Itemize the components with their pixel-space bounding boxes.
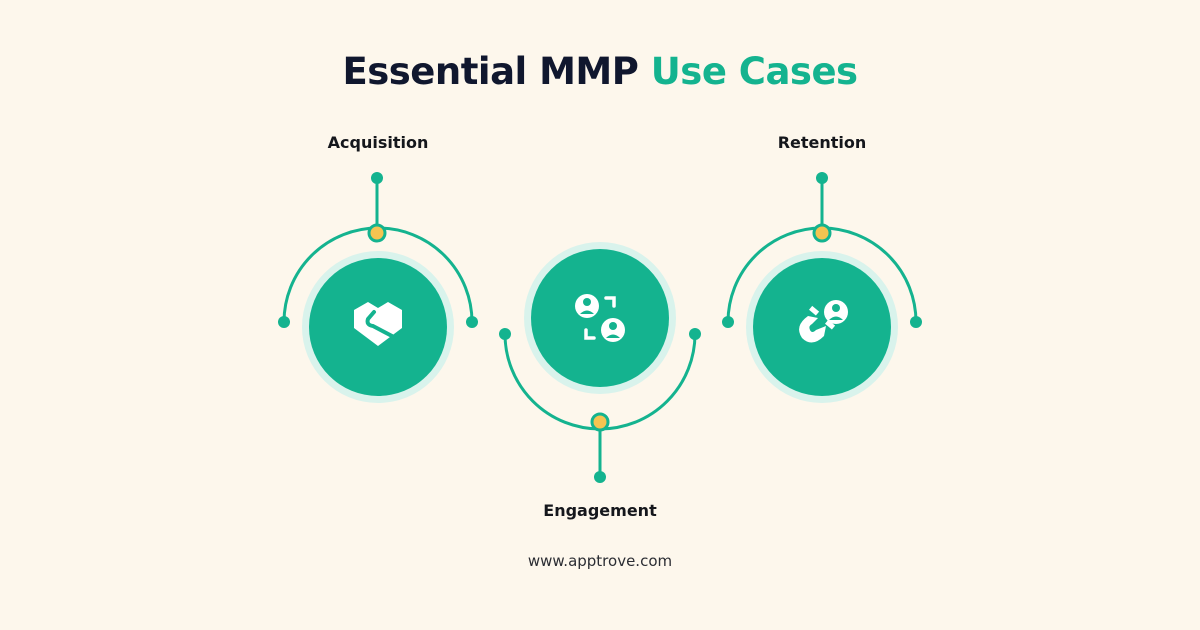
page-title: Essential MMP Use Cases (0, 50, 1200, 93)
engagement-left-dot (499, 328, 511, 340)
magnet-user-icon (799, 300, 848, 343)
engagement-circle (531, 249, 669, 387)
acquisition-node-dot (367, 223, 387, 243)
retention-label: Retention (777, 133, 867, 152)
engagement-label: Engagement (543, 501, 657, 520)
retention-node (722, 172, 922, 403)
acquisition-right-dot (466, 316, 478, 328)
engagement-stem-dot (594, 471, 606, 483)
footer-url[interactable]: www.apptrove.com (527, 552, 673, 570)
handshake-icon (354, 302, 402, 346)
retention-node-dot (812, 223, 832, 243)
acquisition-node (278, 172, 478, 403)
retention-circle (753, 258, 891, 396)
acquisition-stem-dot (371, 172, 383, 184)
acquisition-left-dot (278, 316, 290, 328)
retention-left-dot (722, 316, 734, 328)
user-swap-icon (575, 294, 625, 342)
engagement-node (499, 242, 701, 483)
engagement-node-dot (590, 412, 610, 432)
acquisition-label: Acquisition (327, 133, 429, 152)
retention-stem-dot (816, 172, 828, 184)
retention-right-dot (910, 316, 922, 328)
title-accent: Use Cases (650, 50, 858, 93)
title-dark: Essential MMP (342, 50, 639, 93)
engagement-right-dot (689, 328, 701, 340)
